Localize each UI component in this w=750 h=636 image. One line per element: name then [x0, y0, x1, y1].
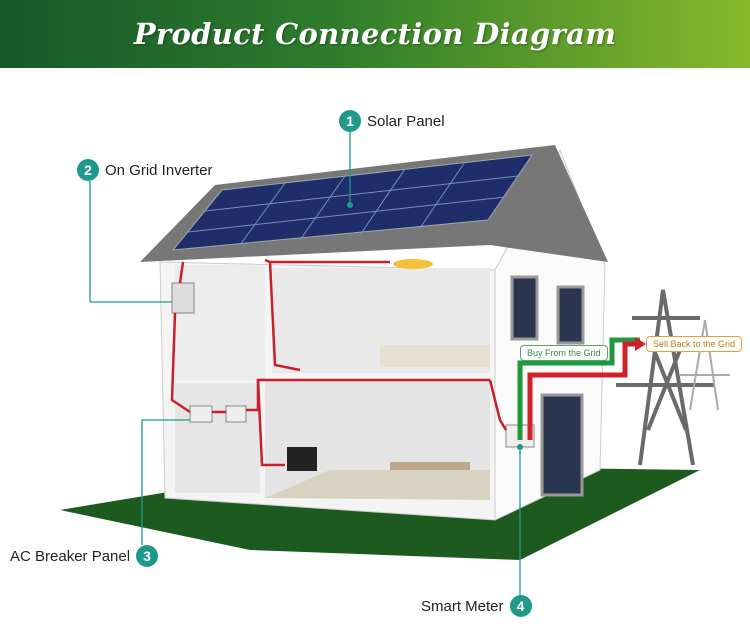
inverter-device	[171, 282, 195, 314]
tv	[287, 447, 317, 471]
number-badge: 3	[136, 545, 159, 567]
ceiling-lamp	[393, 259, 433, 269]
buy-from-grid-line	[517, 337, 640, 440]
callout-breaker-panel: AC Breaker Panel 3	[10, 545, 159, 567]
callout-smart-meter: Smart Meter 4	[421, 595, 532, 617]
number-badge: 1	[339, 110, 361, 132]
transmission-tower-icon	[680, 319, 730, 411]
floor	[265, 470, 490, 500]
callout-label: AC Breaker Panel	[10, 547, 131, 565]
room-lower-left	[175, 383, 260, 493]
window	[510, 275, 539, 341]
callout-inverter: 2 On Grid Inverter	[77, 159, 213, 181]
room-upper-left	[175, 265, 265, 380]
callout-label: On Grid Inverter	[105, 161, 213, 179]
number-badge: 2	[77, 159, 99, 181]
leader-inverter	[89, 181, 172, 303]
leader-breaker	[141, 419, 190, 545]
transmission-tower-icon	[616, 289, 715, 466]
buy-from-grid-label: Buy From the Grid	[520, 345, 608, 361]
sell-back-to-grid-label: Sell Back to the Grid	[646, 336, 743, 352]
breaker-device	[225, 405, 247, 423]
callout-label: Smart Meter	[421, 597, 504, 615]
solar-panel	[171, 154, 534, 251]
sell-arrow-icon	[635, 337, 646, 351]
sell-to-grid-line	[527, 341, 635, 440]
header-banner: Product Connection Diagram	[0, 0, 750, 68]
door-glass	[540, 393, 584, 497]
window	[556, 285, 585, 345]
breaker-device	[189, 405, 213, 423]
dining-table	[390, 462, 470, 470]
callout-label: Solar Panel	[367, 112, 445, 130]
callout-solar-panel: 1 Solar Panel	[339, 110, 445, 132]
sofa	[380, 345, 490, 367]
page-title: Product Connection Diagram	[133, 17, 617, 51]
number-badge: 4	[509, 595, 532, 617]
